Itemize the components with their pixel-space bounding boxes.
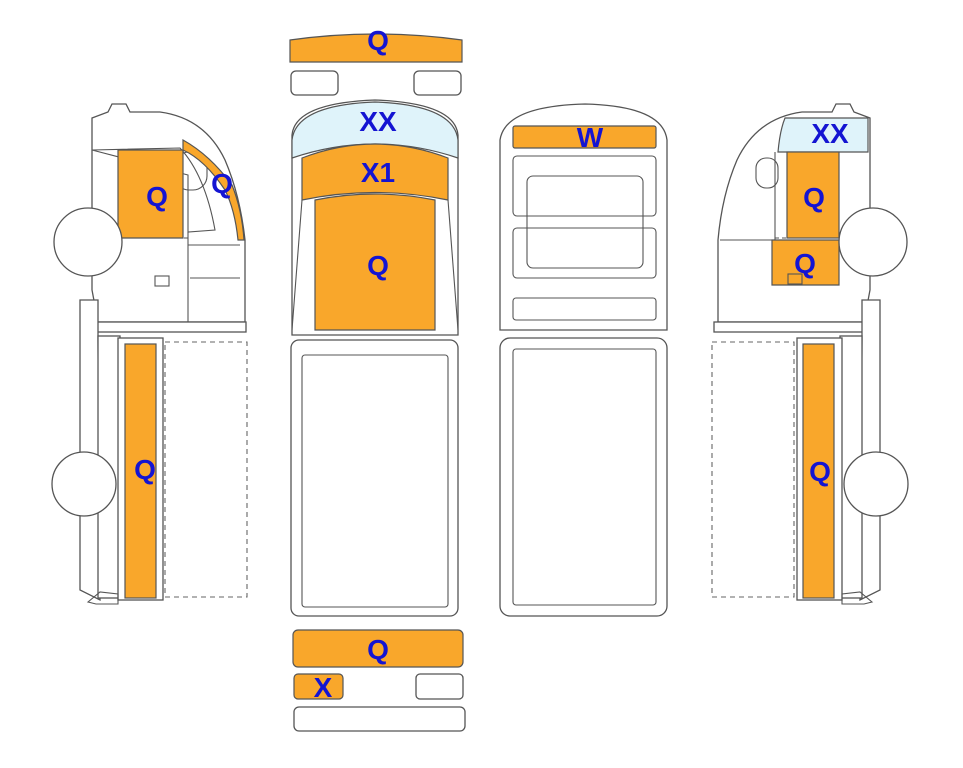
left-bed-side-highlight <box>124 343 157 599</box>
rear-window-highlight <box>512 125 657 149</box>
left-front-wheel <box>53 207 123 277</box>
left-side-view <box>51 103 248 605</box>
left-bed-side-label: Q <box>134 454 156 485</box>
right-door-upper-highlight <box>786 151 840 239</box>
left-a-pillar-label: Q <box>211 168 233 199</box>
windshield-label: XX <box>359 106 397 137</box>
rear-bumper-highlight <box>292 629 464 668</box>
roof-label: Q <box>367 250 389 281</box>
left-door-label: Q <box>146 181 168 212</box>
right-bed-side-highlight <box>802 343 835 599</box>
left-door-highlight <box>117 149 184 239</box>
right-windshield-label: XX <box>811 118 849 149</box>
right-rear-wheel <box>843 451 909 517</box>
roof-highlight <box>314 193 436 331</box>
plate-area-highlight <box>293 673 344 700</box>
right-windshield-highlight <box>777 117 869 153</box>
plate-area-label: X <box>314 672 333 703</box>
top-view <box>289 33 466 732</box>
rear-bumper-label: Q <box>367 634 389 665</box>
right-door-lower-label: Q <box>794 248 816 279</box>
left-bed-outline <box>164 341 248 598</box>
right-bed-side-label: Q <box>809 456 831 487</box>
front-bumper-label: Q <box>367 25 389 56</box>
right-door-upper-label: Q <box>803 182 825 213</box>
front-bumper-highlight <box>289 33 463 63</box>
damage-labels: Q XX X1 Q W Q X Q Q Q XX Q Q Q <box>134 25 849 703</box>
rear-view <box>499 103 668 617</box>
right-bed-outline <box>711 341 795 598</box>
right-front-wheel <box>838 207 908 277</box>
rear-cab-outline <box>499 103 668 331</box>
left-rear-wheel <box>51 451 117 517</box>
rear-window-label: W <box>577 122 604 153</box>
roof-front-label: X1 <box>361 157 395 188</box>
left-a-pillar-highlight <box>182 138 245 241</box>
rear-bed-outline <box>499 337 668 617</box>
right-side-view <box>711 103 909 605</box>
top-bed-outline <box>290 339 459 617</box>
